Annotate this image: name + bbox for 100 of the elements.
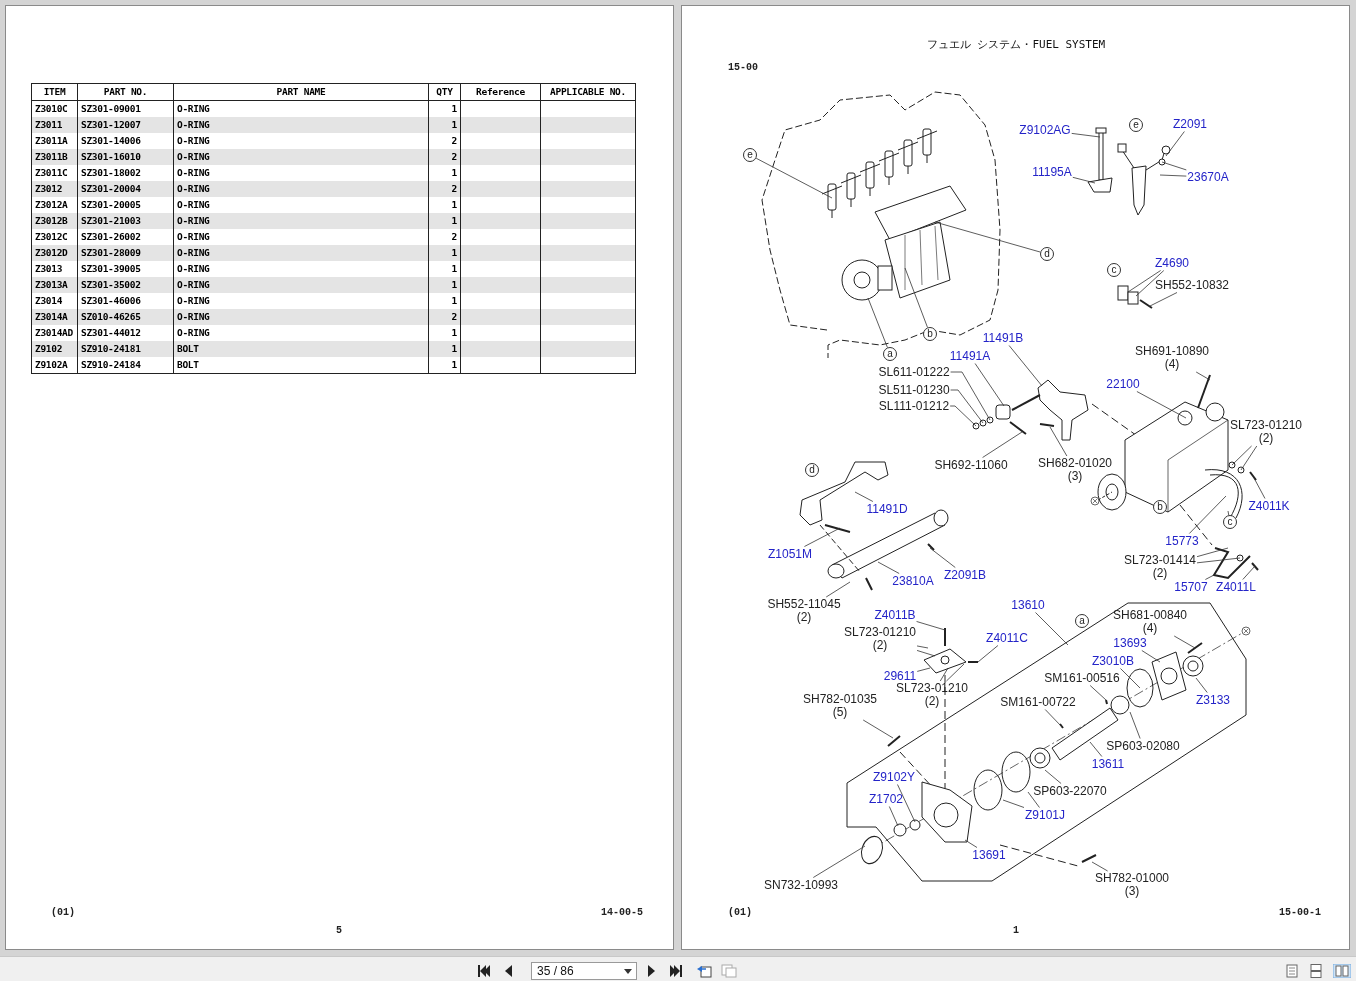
quantity-note: (2) [1258, 432, 1274, 445]
table-cell: SZ910-24181 [77, 341, 174, 357]
table-cell: 1 [428, 245, 461, 261]
leader-line [977, 645, 999, 663]
leader-line [1127, 270, 1161, 293]
leader-line [950, 371, 991, 421]
part-number-label: 15707 [1174, 580, 1208, 594]
leader-line [939, 667, 949, 682]
table-cell: Z3014A [31, 309, 78, 325]
part-number-label: SP603-22070 [1033, 784, 1107, 798]
table-cell: SZ301-12007 [77, 117, 174, 133]
table-cell: SZ301-21003 [77, 213, 174, 229]
leader-line [1044, 769, 1062, 784]
fitting-drawing [923, 627, 979, 674]
part-number-label: Z2091 [1173, 117, 1207, 131]
part-number-label: 13611 [1091, 757, 1125, 771]
quantity-note: (3) [1124, 885, 1140, 898]
part-number-label: Z4690 [1155, 256, 1189, 270]
quantity-note: (4) [1164, 358, 1180, 371]
page-number-field: 35 / 86 [531, 962, 637, 980]
part-number-label: Z1702 [869, 792, 903, 806]
table-cell: Z3012 [31, 181, 78, 197]
part-number-label: Z4011C [986, 631, 1028, 645]
page-code-label: 14-00-5 [601, 906, 643, 918]
leader-line [916, 650, 936, 657]
part-number-label: SL111-01212 [878, 399, 950, 413]
leader-line [1135, 270, 1165, 297]
part-number-label: Z3133 [1196, 693, 1230, 707]
part-number-label: Z9102AG [1019, 123, 1071, 137]
part-number-label: SH691-10890 [1134, 345, 1210, 358]
table-cell: 1 [428, 341, 461, 357]
leader-line [1091, 861, 1109, 872]
leader-line [950, 389, 984, 424]
table-header-cell: APPLICABLE NO. [540, 83, 636, 101]
leader-line [982, 431, 1023, 458]
quantity-note: (2) [1152, 567, 1168, 580]
part-number-label: SH692-11060 [934, 458, 1008, 472]
quantity-note: (5) [832, 706, 848, 719]
page-revision-label: (01) [51, 906, 75, 918]
page-code-label: 15-00-1 [1279, 906, 1321, 918]
page-number-label: 5 [336, 924, 342, 936]
leader-line [964, 839, 978, 848]
leader-line [1231, 445, 1252, 466]
part-number-label: 13693 [1113, 636, 1147, 650]
table-cell: BOLT [173, 357, 429, 374]
table-cell: O-RING [173, 181, 429, 197]
table-cell: SZ301-28009 [77, 245, 174, 261]
part-number-label: SL611-01222 [878, 365, 950, 379]
table-cell: Z3012D [31, 245, 78, 261]
part-number-label: Z4011B [874, 608, 916, 622]
table-header-cell: QTY [428, 83, 461, 101]
table-cell: 1 [428, 117, 461, 133]
table-cell: BOLT [173, 341, 429, 357]
leader-line [916, 645, 929, 649]
leader-line [825, 581, 851, 598]
part-number-label: Z9101J [1025, 808, 1065, 822]
part-number-label: Z9102Y [873, 770, 915, 784]
leader-line [1120, 668, 1141, 689]
leader-line [1195, 677, 1208, 693]
part-number-label: 22100 [1106, 377, 1140, 391]
leader-line [904, 267, 928, 328]
table-cell: SZ301-35002 [77, 277, 174, 293]
table-cell: Z3011 [31, 117, 78, 133]
page-revision-label: (01) [728, 906, 752, 918]
leader-line [974, 363, 1005, 407]
table-cell: O-RING [173, 309, 429, 325]
leader-line [1242, 565, 1256, 580]
leader-line [1195, 371, 1211, 381]
table-header-cell: Reference [460, 83, 541, 101]
table-cell: SZ910-24184 [77, 357, 174, 374]
leader-line [949, 405, 977, 427]
part-number-label: 11491B [982, 331, 1024, 345]
part-number-label: SL723-01210 [1229, 419, 1303, 432]
part-number-label: SH782-01000 [1094, 872, 1170, 885]
leader-line [1072, 176, 1096, 184]
leader-line [1149, 292, 1178, 307]
part-number-label: SH552-10832 [1154, 278, 1230, 292]
part-number-label: 13610 [1011, 598, 1045, 612]
part-number-label: Z4011L [1216, 580, 1256, 594]
table-cell: 1 [428, 277, 461, 293]
table-header-cell: PART NAME [173, 83, 429, 101]
part-number-label: SN732-10993 [763, 878, 839, 892]
table-cell: Z3013A [31, 277, 78, 293]
part-number-label: 15773 [1165, 534, 1199, 548]
leader-line [1002, 799, 1025, 808]
leader-line [1161, 161, 1187, 171]
table-cell: SZ301-20004 [77, 181, 174, 197]
table-cell: 2 [428, 149, 461, 165]
part-number-label: SM161-00516 [1044, 671, 1120, 685]
table-cell: O-RING [173, 213, 429, 229]
leader-line [1035, 612, 1069, 646]
table-cell: 1 [428, 213, 461, 229]
part-number-label: SP603-02080 [1106, 739, 1180, 753]
part-number-label: SL511-01230 [878, 383, 950, 397]
leader-line [1196, 547, 1229, 558]
quantity-note: (2) [872, 639, 888, 652]
table-cell: Z3012B [31, 213, 78, 229]
part-number-label: 23670A [1187, 170, 1229, 184]
leader-line [1141, 650, 1161, 663]
leader-line [1044, 709, 1063, 728]
